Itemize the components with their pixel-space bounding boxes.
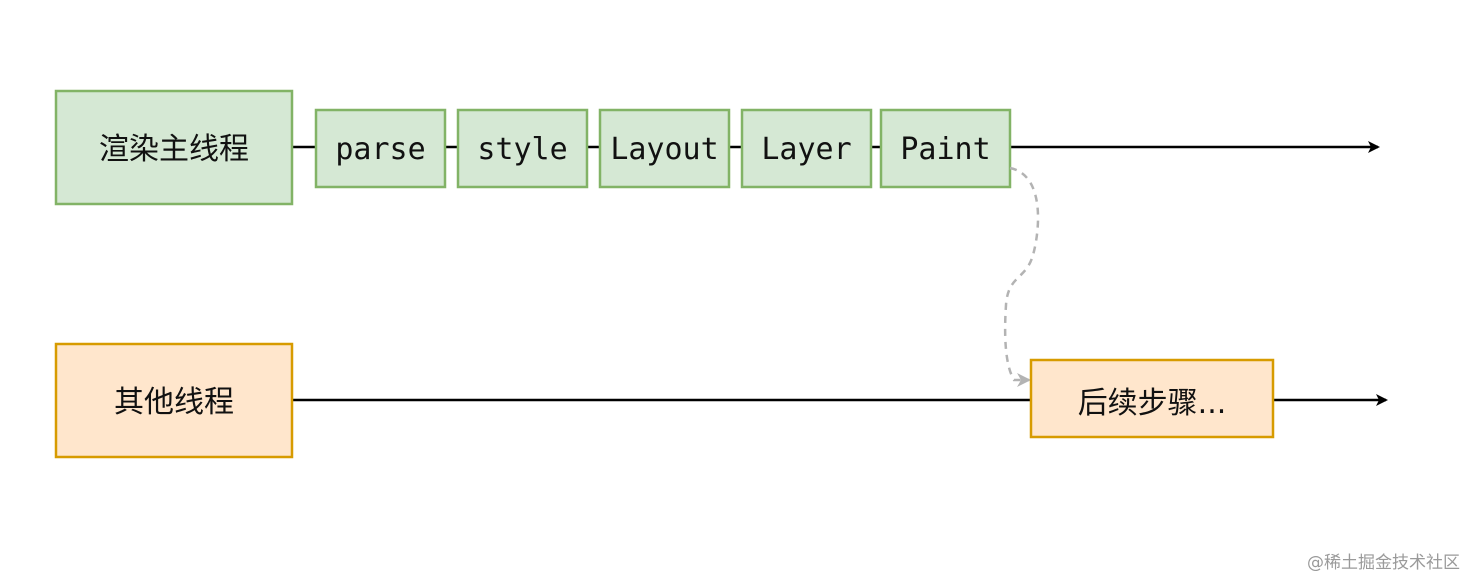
step-layout-label: Layout xyxy=(610,132,718,167)
watermark-text: @稀土掘金技术社区 xyxy=(1307,553,1460,573)
step-layer-label: Layer xyxy=(761,132,851,167)
step-layout: Layout xyxy=(598,108,731,189)
step-paint-label: Paint xyxy=(900,132,990,167)
next-step-label: 后续步骤... xyxy=(1078,386,1227,421)
next-step-box: 后续步骤... xyxy=(1029,358,1275,439)
step-style-label: style xyxy=(477,132,567,167)
main-thread-row: 渲染主线程 parse style Layout Layer Paint xyxy=(54,89,1380,206)
step-layer: Layer xyxy=(740,108,873,189)
other-thread-row: 其他线程 后续步骤... xyxy=(54,342,1388,459)
dashed-connector xyxy=(1003,166,1040,387)
main-thread-box xyxy=(54,89,294,206)
step-style: style xyxy=(456,108,589,189)
main-thread-label: 渲染主线程 xyxy=(99,132,249,167)
other-thread-label: 其他线程 xyxy=(114,385,234,420)
step-parse-label: parse xyxy=(335,132,425,167)
step-parse: parse xyxy=(314,108,447,189)
other-thread-box xyxy=(54,342,294,459)
step-paint: Paint xyxy=(879,108,1012,189)
